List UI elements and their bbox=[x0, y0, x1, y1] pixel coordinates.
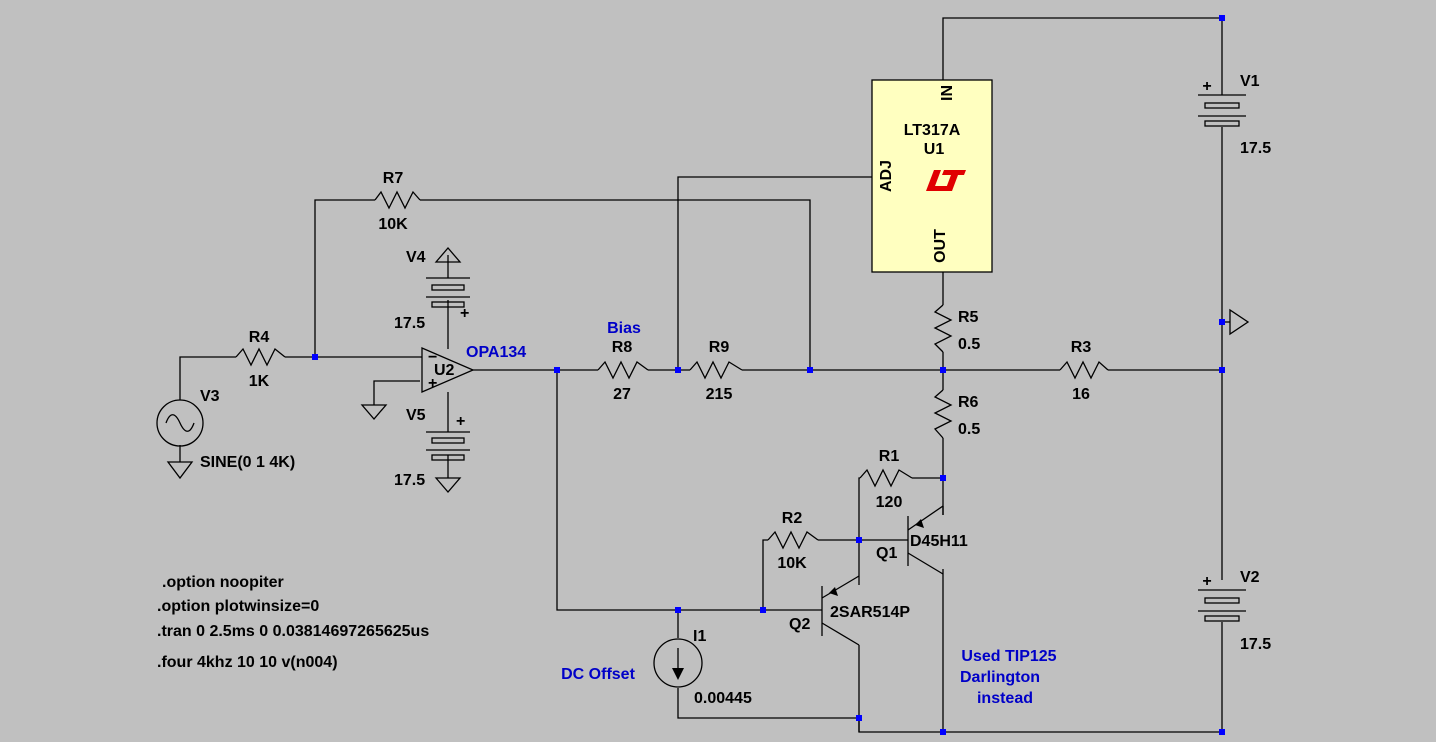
r5-value: 0.5 bbox=[958, 336, 980, 353]
directive-1[interactable]: .option noopiter bbox=[162, 574, 284, 591]
v1-name: V1 bbox=[1240, 73, 1260, 90]
resistor-r8[interactable]: Bias R8 27 bbox=[597, 320, 649, 403]
comment-line-3: instead bbox=[977, 690, 1033, 707]
resistor-r5[interactable]: R5 0.5 bbox=[933, 304, 980, 353]
r4-name: R4 bbox=[249, 329, 270, 346]
i1-note: DC Offset bbox=[561, 666, 635, 683]
v3-name: V3 bbox=[200, 388, 220, 405]
resistor-r2[interactable]: R2 10K bbox=[767, 510, 819, 572]
transistor-q1[interactable]: D45H11 Q1 bbox=[876, 505, 968, 575]
r5-name: R5 bbox=[958, 309, 979, 326]
v3-value: SINE(0 1 4K) bbox=[200, 454, 295, 471]
u1-pin-out: OUT bbox=[932, 229, 949, 263]
resistor-r7[interactable]: R7 10K bbox=[374, 170, 421, 233]
r8-note: Bias bbox=[607, 320, 641, 337]
r4-value: 1K bbox=[249, 373, 270, 390]
r9-name: R9 bbox=[709, 339, 730, 356]
resistor-r9[interactable]: R9 215 bbox=[689, 339, 743, 403]
battery-v5[interactable]: + V5 17.5 bbox=[394, 407, 470, 493]
u1-name: U1 bbox=[924, 141, 945, 158]
ground-icon-v3 bbox=[166, 461, 194, 480]
battery-v2[interactable]: + V2 17.5 bbox=[1198, 569, 1271, 653]
svg-text:+: + bbox=[456, 413, 465, 430]
v2-value: 17.5 bbox=[1240, 636, 1271, 653]
u1-pin-in: IN bbox=[939, 85, 956, 101]
r7-value: 10K bbox=[378, 216, 408, 233]
u1-pin-adj: ADJ bbox=[878, 160, 895, 192]
r6-value: 0.5 bbox=[958, 421, 980, 438]
v5-name: V5 bbox=[406, 407, 426, 424]
v5-value: 17.5 bbox=[394, 472, 425, 489]
q2-model: 2SAR514P bbox=[830, 604, 910, 621]
directive-2[interactable]: .option plotwinsize=0 bbox=[157, 598, 319, 615]
r2-name: R2 bbox=[782, 510, 803, 527]
r3-name: R3 bbox=[1071, 339, 1092, 356]
transistor-q2[interactable]: 2SAR514P Q2 bbox=[789, 575, 910, 646]
r8-name: R8 bbox=[612, 339, 633, 356]
r6-name: R6 bbox=[958, 394, 979, 411]
q1-name: Q1 bbox=[876, 545, 897, 562]
v4-name: V4 bbox=[406, 249, 426, 266]
r1-name: R1 bbox=[879, 448, 900, 465]
current-source-i1[interactable]: I1 0.00445 DC Offset bbox=[561, 628, 752, 707]
svg-text:+: + bbox=[460, 305, 469, 322]
r2-value: 10K bbox=[777, 555, 807, 572]
ground-icon-opamp bbox=[360, 404, 388, 420]
wires bbox=[179, 17, 1230, 733]
q1-model: D45H11 bbox=[910, 533, 968, 550]
resistor-r6[interactable]: R6 0.5 bbox=[933, 389, 980, 439]
sine-source-v3[interactable]: V3 SINE(0 1 4K) bbox=[156, 388, 295, 471]
q2-name: Q2 bbox=[789, 616, 810, 633]
v4-value: 17.5 bbox=[394, 315, 425, 332]
resistor-r3[interactable]: R3 16 bbox=[1059, 339, 1109, 403]
battery-v1[interactable]: + V1 17.5 bbox=[1198, 73, 1271, 157]
r7-name: R7 bbox=[383, 170, 404, 187]
ground-icon-right bbox=[1229, 308, 1250, 336]
resistor-r4[interactable]: R4 1K bbox=[235, 329, 286, 390]
r9-value: 215 bbox=[706, 386, 733, 403]
comment-line-2: Darlington bbox=[960, 669, 1040, 686]
u2-model: OPA134 bbox=[466, 344, 526, 361]
junctions bbox=[312, 15, 1225, 735]
i1-name: I1 bbox=[693, 628, 706, 645]
svg-text:+: + bbox=[1202, 573, 1211, 590]
i1-value: 0.00445 bbox=[694, 690, 752, 707]
v2-name: V2 bbox=[1240, 569, 1260, 586]
v1-value: 17.5 bbox=[1240, 140, 1271, 157]
regulator-u1[interactable]: IN ADJ OUT LT317A U1 bbox=[871, 79, 993, 273]
directive-3[interactable]: .tran 0 2.5ms 0 0.03814697265625us bbox=[157, 623, 429, 640]
directive-4[interactable]: .four 4khz 10 10 v(n004) bbox=[157, 654, 338, 671]
battery-v4[interactable]: + V4 17.5 bbox=[394, 247, 470, 332]
resistor-r1[interactable]: R1 120 bbox=[859, 448, 913, 511]
svg-text:+: + bbox=[1202, 78, 1211, 95]
r8-value: 27 bbox=[613, 386, 631, 403]
comment-note: Used TIP125 Darlington instead bbox=[960, 648, 1057, 707]
r3-value: 16 bbox=[1072, 386, 1090, 403]
u2-name: U2 bbox=[434, 362, 455, 379]
u1-model: LT317A bbox=[904, 122, 961, 139]
comment-line-1: Used TIP125 bbox=[961, 648, 1056, 665]
r1-value: 120 bbox=[876, 494, 903, 511]
spice-directives[interactable]: .option noopiter .option plotwinsize=0 .… bbox=[157, 574, 429, 671]
linear-tech-logo bbox=[926, 170, 966, 191]
svg-text:+: + bbox=[428, 375, 437, 392]
svg-text:−: − bbox=[428, 349, 437, 366]
opamp-u2[interactable]: − + U2 OPA134 bbox=[421, 344, 526, 393]
